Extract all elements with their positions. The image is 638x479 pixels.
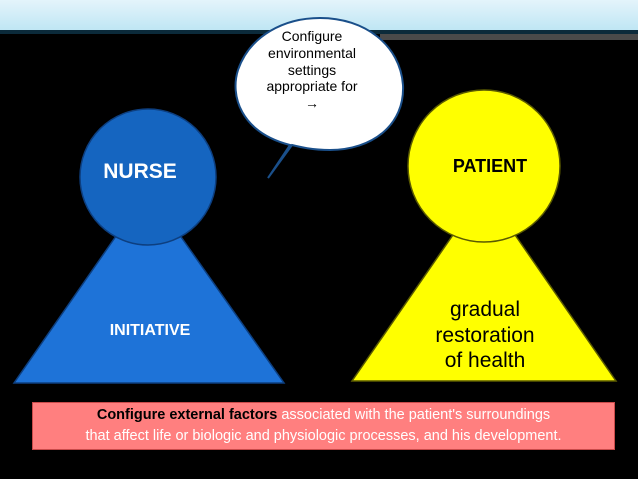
patient-triangle [350, 188, 618, 382]
footer-line-2: that affect life or biologic and physiol… [85, 428, 562, 445]
speech-bubble [234, 16, 405, 179]
nurse-title: NURSE [103, 160, 177, 183]
bubble-line: Configure [281, 28, 343, 44]
footer-rest-text: associated with the patient's surroundin… [277, 407, 551, 423]
arrow-right-icon: → [305, 95, 319, 112]
patient-base-line: restoration [435, 323, 535, 347]
patient-base-line: of health [444, 349, 526, 373]
patient-circle [407, 89, 561, 243]
bubble-line: appropriate for [266, 78, 358, 95]
nurse-circle [79, 108, 217, 246]
footer-definition-box: Configure external factors associated wi… [32, 402, 615, 450]
patient-base-line: gradual [449, 298, 521, 321]
bubble-line: settings [287, 61, 337, 78]
bubble-line: environmental [268, 44, 356, 61]
footer-bold-text: Configure external factors [96, 407, 278, 423]
header-accent-bar [380, 34, 638, 40]
speech-bubble-text: Configure environmental settings appropr… [250, 28, 374, 112]
nurse-triangle [12, 188, 286, 384]
nurse-base-label: INITIATIVE [109, 322, 191, 339]
patient-title: PATIENT [452, 156, 528, 176]
footer-line-1: Configure external factors associated wi… [33, 405, 614, 426]
patient-base-label: gradual restoration of health [400, 297, 570, 374]
